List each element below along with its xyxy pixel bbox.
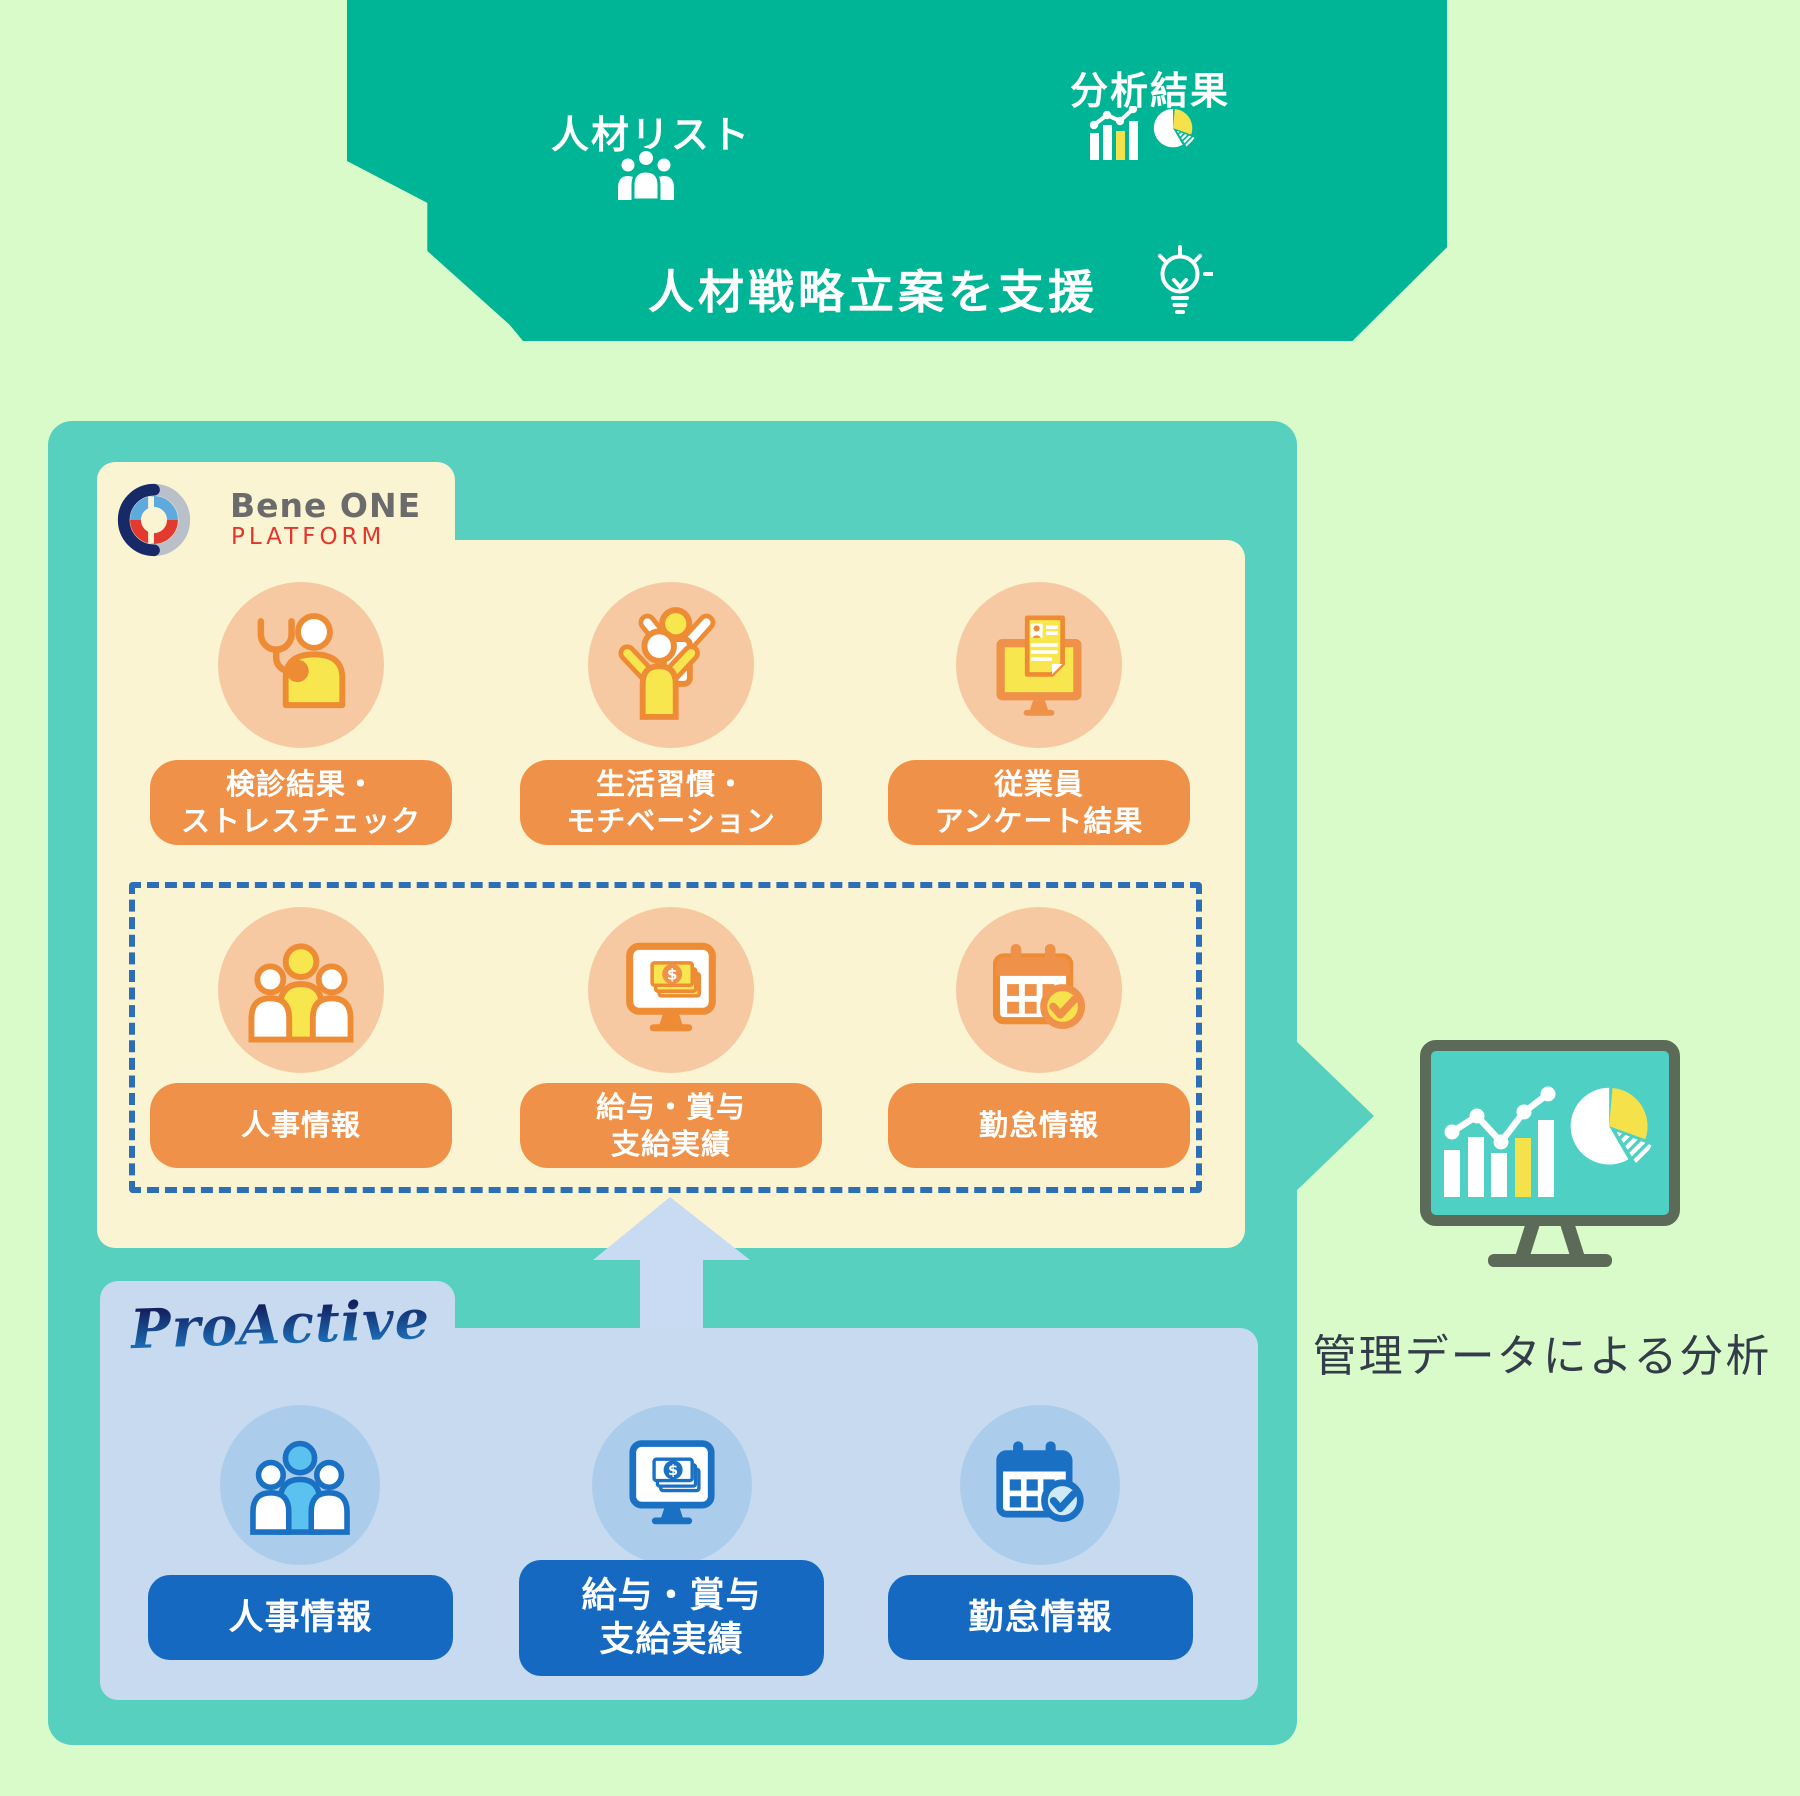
pill-label: モチベーション bbox=[566, 803, 776, 838]
up-arrow-icon bbox=[593, 1197, 750, 1337]
medical-checkup-circle bbox=[218, 582, 384, 748]
svg-text:$: $ bbox=[668, 1462, 678, 1479]
right-arrow-icon bbox=[1290, 1035, 1374, 1197]
bene-one-mark-icon bbox=[117, 483, 191, 557]
bar-line-chart-icon bbox=[1089, 106, 1138, 160]
motivation-person-icon bbox=[618, 607, 716, 720]
pill-label: 人事情報 bbox=[228, 1597, 373, 1638]
monitor-pie-chart-icon bbox=[1570, 1087, 1652, 1165]
salary-blue-circle: $ bbox=[592, 1405, 752, 1565]
pie-chart-icon bbox=[1153, 108, 1195, 148]
pill-hr-info-blue: 人事情報 bbox=[148, 1575, 453, 1660]
pill-label: 人事情報 bbox=[240, 1108, 361, 1142]
hr-people-blue-icon bbox=[250, 1440, 350, 1535]
pill-salary: 給与・賞与 支給実績 bbox=[520, 1083, 822, 1168]
pill-label: 給与・賞与 bbox=[581, 1576, 762, 1616]
banner-headline: 人材戦略立案を支援 bbox=[648, 265, 1098, 319]
pill-label: 勤怠情報 bbox=[978, 1108, 1099, 1142]
monitor-stand-icon bbox=[1488, 1220, 1612, 1267]
pill-label: 給与・賞与 bbox=[595, 1089, 746, 1124]
pill-label: 従業員 bbox=[993, 766, 1084, 801]
analysis-result-label: 分析結果 bbox=[1069, 69, 1230, 113]
pill-hr-info: 人事情報 bbox=[150, 1083, 452, 1168]
pill-label: 勤怠情報 bbox=[968, 1597, 1113, 1638]
hr-people-icon bbox=[248, 943, 354, 1043]
pill-label: アンケート結果 bbox=[934, 803, 1144, 838]
proactive-logo: ProActive bbox=[128, 1286, 432, 1362]
attendance-blue-circle bbox=[960, 1405, 1120, 1565]
managed-data-dotted-box bbox=[129, 882, 1202, 1193]
survey-monitor-icon bbox=[996, 615, 1082, 716]
pill-label: 生活習慣・ bbox=[595, 766, 746, 801]
strategy-banner: 人材リスト 分析結果 bbox=[347, 0, 1447, 341]
attendance-circle bbox=[956, 907, 1122, 1073]
pill-attendance-blue: 勤怠情報 bbox=[888, 1575, 1193, 1660]
attendance-calendar-icon bbox=[992, 943, 1086, 1029]
pill-label: 検診結果・ bbox=[225, 766, 376, 801]
hr-info-circle bbox=[218, 907, 384, 1073]
motivation-circle bbox=[588, 582, 754, 748]
beneone-logo-name: Bene ONE bbox=[230, 486, 422, 525]
pill-attendance: 勤怠情報 bbox=[888, 1083, 1190, 1168]
pill-label: ストレスチェック bbox=[180, 803, 421, 838]
pill-lifestyle: 生活習慣・ モチベーション bbox=[520, 760, 822, 845]
people-group-icon bbox=[618, 148, 674, 200]
survey-circle bbox=[956, 582, 1122, 748]
analysis-caption: 管理データによる分析 bbox=[1312, 1331, 1772, 1382]
monitor-bar-chart-icon bbox=[1444, 1086, 1556, 1197]
pill-checkup: 検診結果・ ストレスチェック bbox=[150, 760, 452, 845]
salary-circle: $ bbox=[588, 907, 754, 1073]
pill-label: 支給実績 bbox=[610, 1126, 731, 1161]
medical-checkup-icon bbox=[257, 613, 346, 709]
pill-label: 支給実績 bbox=[599, 1620, 744, 1660]
pill-salary-blue: 給与・賞与 支給実績 bbox=[519, 1560, 824, 1676]
salary-monitor-icon: $ bbox=[626, 942, 716, 1032]
hr-info-blue-circle bbox=[220, 1405, 380, 1565]
lightbulb-icon bbox=[1158, 245, 1213, 314]
beneone-logo-sub: PLATFORM bbox=[231, 524, 386, 550]
pill-survey: 従業員 アンケート結果 bbox=[888, 760, 1190, 845]
salary-monitor-blue-icon: $ bbox=[629, 1440, 715, 1525]
proactive-logo-tab bbox=[100, 1281, 455, 1328]
svg-text:$: $ bbox=[667, 965, 678, 983]
attendance-calendar-blue-icon bbox=[996, 1441, 1084, 1522]
